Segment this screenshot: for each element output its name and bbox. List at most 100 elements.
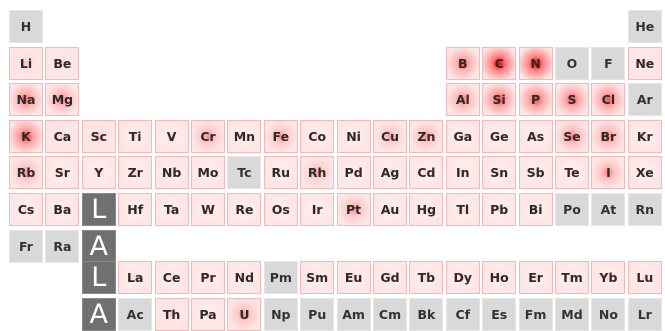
element-po[interactable]: Po xyxy=(555,193,589,226)
element-ho[interactable]: Ho xyxy=(482,261,517,294)
element-pr[interactable]: Pr xyxy=(191,261,225,294)
element-th[interactable]: Th xyxy=(154,297,189,331)
element-as[interactable]: As xyxy=(518,119,553,153)
element-ra[interactable]: Ra xyxy=(45,229,80,263)
element-tc[interactable]: Tc xyxy=(227,156,262,190)
element-yb[interactable]: Yb xyxy=(591,261,626,294)
lanthanide-series-marker[interactable]: L xyxy=(81,193,116,226)
element-er[interactable]: Er xyxy=(518,261,553,294)
element-tm[interactable]: Tm xyxy=(555,261,589,294)
element-md[interactable]: Md xyxy=(555,297,589,331)
element-ne[interactable]: Ne xyxy=(627,46,662,80)
element-c[interactable]: C xyxy=(482,46,517,80)
element-te[interactable]: Te xyxy=(555,156,589,190)
element-w[interactable]: W xyxy=(191,193,225,226)
element-re[interactable]: Re xyxy=(227,193,262,226)
element-ar[interactable]: Ar xyxy=(627,83,662,117)
element-rh[interactable]: Rh xyxy=(300,156,335,190)
actinide-series-marker[interactable]: A xyxy=(81,229,116,263)
element-ru[interactable]: Ru xyxy=(263,156,298,190)
element-k[interactable]: K xyxy=(9,119,43,153)
element-sb[interactable]: Sb xyxy=(518,156,553,190)
element-br[interactable]: Br xyxy=(591,119,626,153)
element-cr[interactable]: Cr xyxy=(191,119,225,153)
element-fe[interactable]: Fe xyxy=(263,119,298,153)
element-cs[interactable]: Cs xyxy=(9,193,43,226)
element-ga[interactable]: Ga xyxy=(445,119,480,153)
element-gd[interactable]: Gd xyxy=(373,261,407,294)
element-v[interactable]: V xyxy=(154,119,189,153)
element-kr[interactable]: Kr xyxy=(627,119,662,153)
element-hf[interactable]: Hf xyxy=(118,193,153,226)
element-pt[interactable]: Pt xyxy=(336,193,371,226)
element-in[interactable]: In xyxy=(445,156,480,190)
element-ti[interactable]: Ti xyxy=(118,119,153,153)
element-i[interactable]: I xyxy=(591,156,626,190)
element-cd[interactable]: Cd xyxy=(409,156,444,190)
element-pd[interactable]: Pd xyxy=(336,156,371,190)
element-fr[interactable]: Fr xyxy=(9,229,43,263)
element-cu[interactable]: Cu xyxy=(373,119,407,153)
element-cf[interactable]: Cf xyxy=(445,297,480,331)
element-at[interactable]: At xyxy=(591,193,626,226)
element-ba[interactable]: Ba xyxy=(45,193,80,226)
element-ag[interactable]: Ag xyxy=(373,156,407,190)
element-ce[interactable]: Ce xyxy=(154,261,189,294)
lanthanide-series-marker[interactable]: L xyxy=(81,261,116,294)
element-mg[interactable]: Mg xyxy=(45,83,80,117)
element-s[interactable]: S xyxy=(555,83,589,117)
element-am[interactable]: Am xyxy=(336,297,371,331)
element-os[interactable]: Os xyxy=(263,193,298,226)
element-rb[interactable]: Rb xyxy=(9,156,43,190)
element-f[interactable]: F xyxy=(591,46,626,80)
element-be[interactable]: Be xyxy=(45,46,80,80)
element-b[interactable]: B xyxy=(445,46,480,80)
element-h[interactable]: H xyxy=(9,10,43,43)
element-ni[interactable]: Ni xyxy=(336,119,371,153)
element-sm[interactable]: Sm xyxy=(300,261,335,294)
element-zn[interactable]: Zn xyxy=(409,119,444,153)
element-lr[interactable]: Lr xyxy=(627,297,662,331)
element-sn[interactable]: Sn xyxy=(482,156,517,190)
element-ir[interactable]: Ir xyxy=(300,193,335,226)
element-cm[interactable]: Cm xyxy=(373,297,407,331)
element-np[interactable]: Np xyxy=(263,297,298,331)
element-au[interactable]: Au xyxy=(373,193,407,226)
element-pb[interactable]: Pb xyxy=(482,193,517,226)
element-la[interactable]: La xyxy=(118,261,153,294)
element-sr[interactable]: Sr xyxy=(45,156,80,190)
element-no[interactable]: No xyxy=(591,297,626,331)
element-nd[interactable]: Nd xyxy=(227,261,262,294)
element-se[interactable]: Se xyxy=(555,119,589,153)
element-si[interactable]: Si xyxy=(482,83,517,117)
element-lu[interactable]: Lu xyxy=(627,261,662,294)
element-sc[interactable]: Sc xyxy=(81,119,116,153)
element-tb[interactable]: Tb xyxy=(409,261,444,294)
actinide-series-marker[interactable]: A xyxy=(81,297,116,331)
element-tl[interactable]: Tl xyxy=(445,193,480,226)
element-fm[interactable]: Fm xyxy=(518,297,553,331)
element-o[interactable]: O xyxy=(555,46,589,80)
element-ac[interactable]: Ac xyxy=(118,297,153,331)
element-bk[interactable]: Bk xyxy=(409,297,444,331)
element-ca[interactable]: Ca xyxy=(45,119,80,153)
element-u[interactable]: U xyxy=(227,297,262,331)
element-li[interactable]: Li xyxy=(9,46,43,80)
element-eu[interactable]: Eu xyxy=(336,261,371,294)
element-xe[interactable]: Xe xyxy=(627,156,662,190)
element-es[interactable]: Es xyxy=(482,297,517,331)
element-pu[interactable]: Pu xyxy=(300,297,335,331)
element-hg[interactable]: Hg xyxy=(409,193,444,226)
element-co[interactable]: Co xyxy=(300,119,335,153)
element-mn[interactable]: Mn xyxy=(227,119,262,153)
element-n[interactable]: N xyxy=(518,46,553,80)
element-mo[interactable]: Mo xyxy=(191,156,225,190)
element-zr[interactable]: Zr xyxy=(118,156,153,190)
element-ta[interactable]: Ta xyxy=(154,193,189,226)
element-he[interactable]: He xyxy=(627,10,662,43)
element-rn[interactable]: Rn xyxy=(627,193,662,226)
element-bi[interactable]: Bi xyxy=(518,193,553,226)
element-al[interactable]: Al xyxy=(445,83,480,117)
element-p[interactable]: P xyxy=(518,83,553,117)
element-pa[interactable]: Pa xyxy=(191,297,225,331)
